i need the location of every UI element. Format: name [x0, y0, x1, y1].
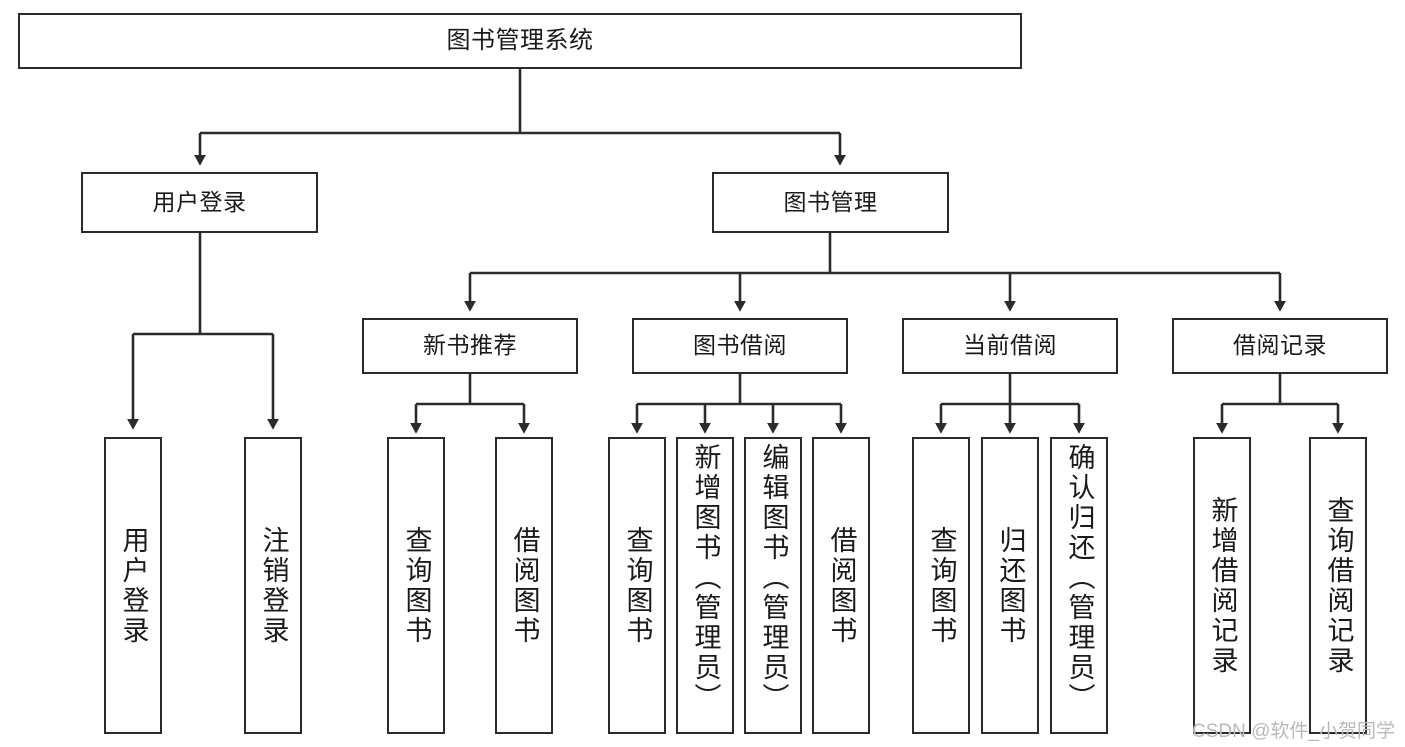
node-label: 用户登录	[152, 188, 247, 215]
node-label: 归还图书	[995, 525, 1026, 646]
leaf-node-borrow-book[interactable]: 借阅图书	[812, 437, 870, 734]
leaf-node-user-login[interactable]: 用户登录	[104, 437, 162, 734]
node-label: 新增借阅记录	[1207, 495, 1238, 676]
leaf-node-add-borrow-record[interactable]: 新增借阅记录	[1193, 437, 1251, 734]
node-label: 确认归还（管理员）	[1064, 443, 1095, 713]
node-label: 查询图书	[622, 525, 653, 646]
leaf-node-query-book-recommend[interactable]: 查询图书	[387, 437, 445, 734]
leaf-node-return-book[interactable]: 归还图书	[981, 437, 1039, 734]
node-label: 用户登录	[118, 525, 149, 646]
node-label: 图书管理	[783, 188, 878, 215]
watermark-text: CSDN @软件_小贺同学	[1192, 721, 1395, 742]
node-borrow-record[interactable]: 借阅记录	[1172, 318, 1388, 374]
node-label: 查询图书	[401, 525, 432, 646]
node-book-borrow[interactable]: 图书借阅	[632, 318, 848, 374]
leaf-node-edit-book-admin[interactable]: 编辑图书（管理员）	[744, 437, 802, 734]
node-label: 注销登录	[258, 525, 289, 646]
node-label: 借阅图书	[826, 525, 857, 646]
leaf-node-add-book-admin[interactable]: 新增图书（管理员）	[676, 437, 734, 734]
node-label: 新增图书（管理员）	[690, 443, 721, 713]
node-label: 借阅记录	[1233, 332, 1327, 359]
node-user-login[interactable]: 用户登录	[81, 172, 318, 233]
node-label: 借阅图书	[509, 525, 540, 646]
node-label: 查询借阅记录	[1323, 495, 1354, 676]
leaf-node-confirm-return-admin[interactable]: 确认归还（管理员）	[1050, 437, 1108, 734]
node-root-library-system[interactable]: 图书管理系统	[18, 13, 1022, 69]
leaf-node-query-book-borrow[interactable]: 查询图书	[608, 437, 666, 734]
leaf-node-query-borrow-record[interactable]: 查询借阅记录	[1309, 437, 1367, 734]
node-label: 图书借阅	[693, 332, 787, 359]
node-label: 查询图书	[926, 525, 957, 646]
leaf-node-query-book-current[interactable]: 查询图书	[912, 437, 970, 734]
node-label: 图书管理系统	[446, 26, 594, 54]
node-current-borrow[interactable]: 当前借阅	[902, 318, 1118, 374]
node-label: 编辑图书（管理员）	[758, 443, 789, 713]
node-new-book-recommend[interactable]: 新书推荐	[362, 318, 578, 374]
leaf-node-borrow-book-recommend[interactable]: 借阅图书	[495, 437, 553, 734]
node-label: 当前借阅	[963, 332, 1057, 359]
leaf-node-logout[interactable]: 注销登录	[244, 437, 302, 734]
node-label: 新书推荐	[423, 332, 517, 359]
node-book-manage[interactable]: 图书管理	[712, 172, 949, 233]
